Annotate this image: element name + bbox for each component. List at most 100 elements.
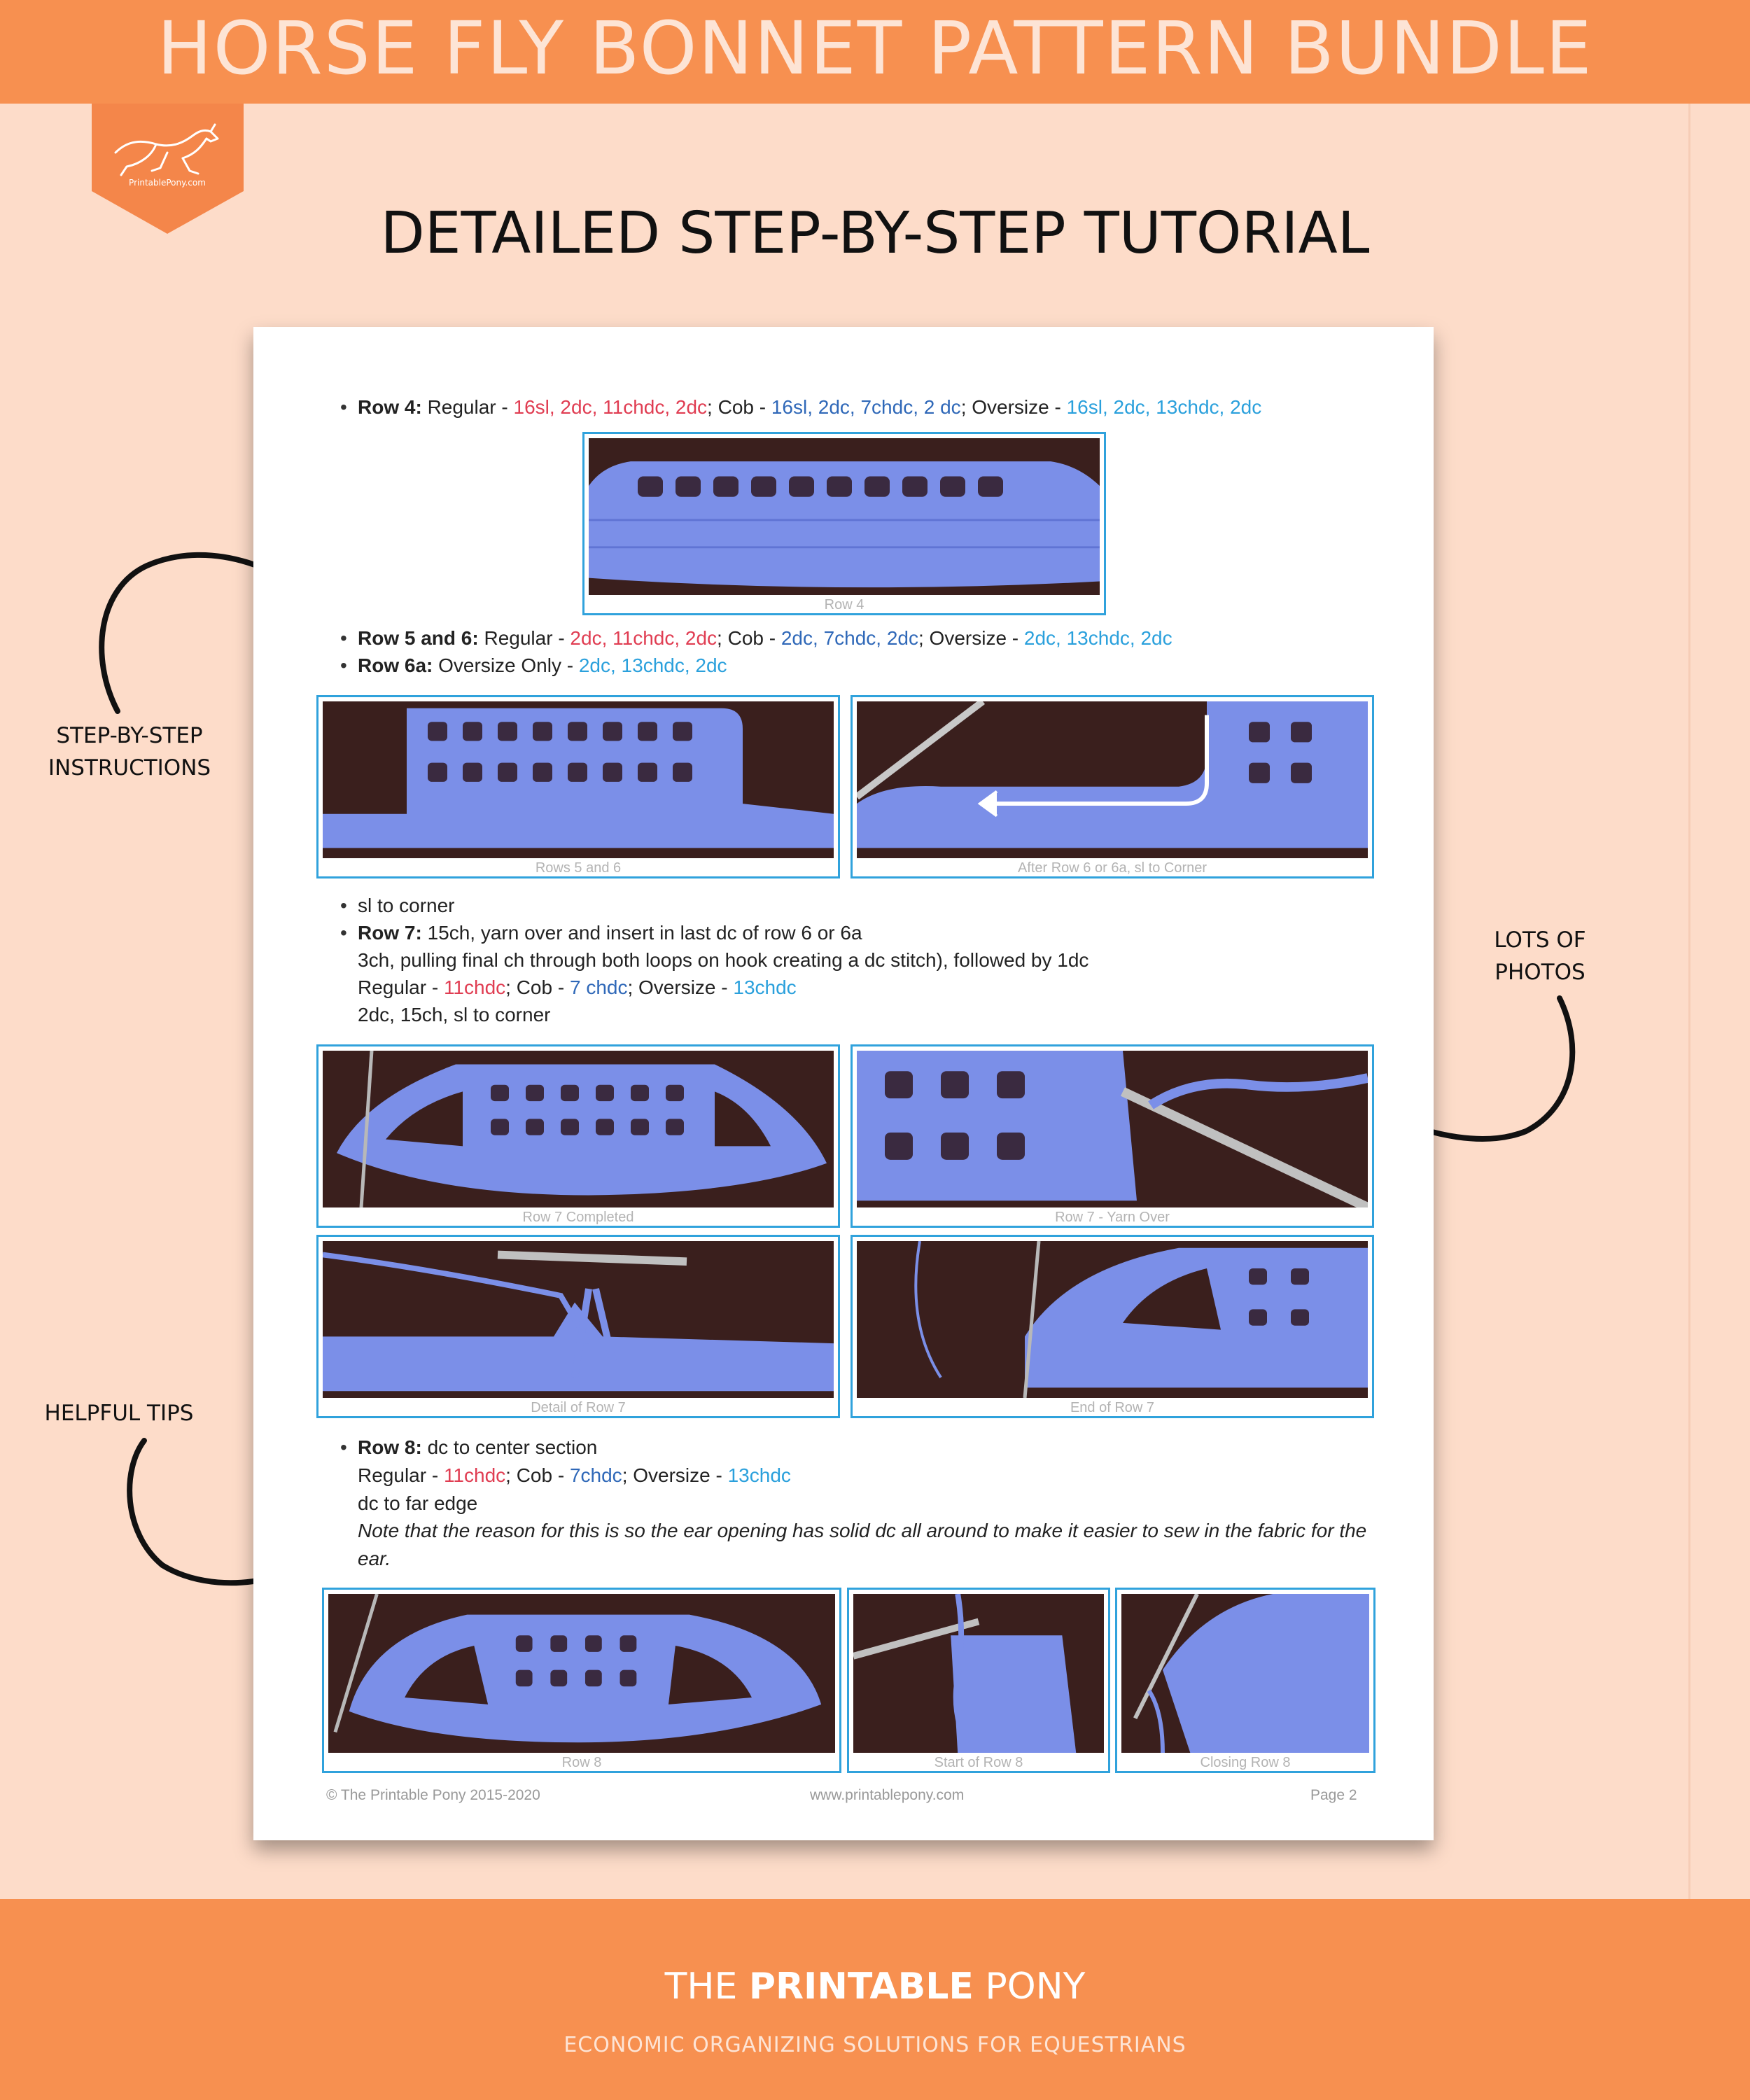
header-bar: HORSE FLY BONNET PATTERN BUNDLE: [0, 0, 1750, 104]
cob-label: ; Cob -: [505, 976, 570, 998]
photo-start-row8: Start of Row 8: [847, 1588, 1110, 1773]
section-subtitle: DETAILED STEP-BY-STEP TUTORIAL: [380, 200, 1370, 267]
row5-label: Row 5 and 6:: [358, 627, 479, 649]
row7-oversize: 13chdc: [733, 976, 797, 998]
footer-bar: [0, 1899, 1750, 2100]
brand-pony: PONY: [973, 1966, 1086, 2008]
row5-regular: 2dc, 11chdc, 2dc: [570, 627, 718, 649]
page-title: HORSE FLY BONNET PATTERN BUNDLE: [157, 6, 1593, 91]
crochet-photo-image: [857, 1241, 1368, 1398]
photo-caption: Row 7 Completed: [522, 1210, 634, 1225]
brand-name: THE PRINTABLE PONY: [0, 1966, 1750, 2008]
photo-caption: Rows 5 and 6: [535, 860, 622, 876]
brand-the: THE: [664, 1966, 749, 2008]
bullet: •: [340, 396, 347, 418]
logo-text: PrintablePony.com: [129, 178, 206, 188]
row8-sizes: Regular - 11chdc; Cob - 7chdc; Oversize …: [358, 1462, 791, 1490]
crochet-photo-image: [589, 438, 1100, 595]
row7-instruction: Row 7: 15ch, yarn over and insert in las…: [358, 919, 862, 947]
printable-pony-logo: PrintablePony.com: [92, 104, 244, 234]
photo-caption: End of Row 7: [1070, 1400, 1155, 1415]
oversize-label: ; Oversize -: [622, 1464, 728, 1486]
photo-caption: Row 7 - Yarn Over: [1055, 1210, 1170, 1225]
row6a-label: Row 6a:: [358, 654, 433, 676]
crochet-photo-image: [853, 1594, 1104, 1753]
photo-row7-end: End of Row 7: [850, 1235, 1374, 1418]
row7-sizes: Regular - 11chdc; Cob - 7 chdc; Oversize…: [358, 974, 797, 1002]
row6a-instruction: Row 6a: Oversize Only - 2dc, 13chdc, 2dc: [358, 652, 727, 680]
row4-instruction: Row 4: Regular - 16sl, 2dc, 11chdc, 2dc;…: [358, 393, 1261, 421]
cob-label: ; Cob -: [707, 396, 771, 418]
row5-instruction: Row 5 and 6: Regular - 2dc, 11chdc, 2dc;…: [358, 624, 1172, 652]
regular-label: Regular -: [427, 396, 514, 418]
tutorial-page: • Row 4: Regular - 16sl, 2dc, 11chdc, 2d…: [253, 327, 1434, 1840]
callout-steps-line2: INSTRUCTIONS: [48, 755, 211, 780]
row8-cob: 7chdc: [569, 1464, 622, 1486]
row8-line1: dc to center section: [427, 1436, 598, 1458]
bullet: •: [340, 1436, 347, 1458]
tagline: ECONOMIC ORGANIZING SOLUTIONS FOR EQUEST…: [564, 2033, 1186, 2057]
bullet: •: [340, 895, 347, 916]
row7-line4: 2dc, 15ch, sl to corner: [358, 1004, 551, 1026]
row8-instruction: Row 8: dc to center section: [358, 1434, 597, 1462]
website-url: www.printablepony.com: [810, 1787, 965, 1803]
brand-printable: PRINTABLE: [748, 1966, 974, 2008]
row4-cob: 16sl, 2dc, 7chdc, 2 dc: [771, 396, 961, 418]
photo-caption: Start of Row 8: [934, 1755, 1023, 1770]
cob-label: ; Cob -: [717, 627, 781, 649]
bullet: •: [340, 922, 347, 944]
regular-label: Regular -: [358, 1464, 444, 1486]
row8-line3: dc to far edge: [358, 1492, 478, 1514]
row7-cob: 7 chdc: [569, 976, 628, 998]
photo-row8: Row 8: [322, 1588, 841, 1773]
bullet: •: [340, 627, 347, 649]
callout-photos-line1: LOTS OF: [1494, 927, 1586, 953]
crochet-photo-image: [323, 701, 834, 858]
crochet-photo-image: [857, 701, 1368, 858]
row8-oversize: 13chdc: [727, 1464, 791, 1486]
row7-label: Row 7:: [358, 922, 422, 944]
crochet-photo-image: [857, 1051, 1368, 1208]
right-divider: [1688, 104, 1690, 1899]
regular-label: Regular -: [484, 627, 570, 649]
copyright: © The Printable Pony 2015-2020: [326, 1787, 540, 1803]
oversize-label: ; Oversize -: [918, 627, 1024, 649]
photo-row7-detail: Detail of Row 7: [316, 1235, 840, 1418]
photo-caption: Detail of Row 7: [531, 1400, 626, 1415]
callout-photos-line2: PHOTOS: [1494, 960, 1586, 985]
row5-cob: 2dc, 7chdc, 2dc: [780, 627, 918, 649]
callout-photos: LOTS OF PHOTOS: [1442, 924, 1638, 988]
row7-regular: 11chdc: [443, 976, 506, 998]
callout-steps: STEP-BY-STEP INSTRUCTIONS: [35, 720, 224, 784]
row4-regular: 16sl, 2dc, 11chdc, 2dc: [513, 396, 708, 418]
cob-label: ; Cob -: [505, 1464, 570, 1486]
photo-caption: Closing Row 8: [1200, 1755, 1291, 1770]
row8-regular: 11chdc: [443, 1464, 506, 1486]
crochet-photo-image: [323, 1241, 834, 1398]
page-number: Page 2: [1310, 1787, 1357, 1803]
crochet-photo-image: [323, 1051, 834, 1208]
oversize-label: ; Oversize -: [627, 976, 734, 998]
photo-row7-yarn-over: Row 7 - Yarn Over: [850, 1044, 1374, 1228]
crochet-photo-image: [328, 1594, 835, 1753]
oversize-label: ; Oversize -: [960, 396, 1067, 418]
photo-row7-completed: Row 7 Completed: [316, 1044, 840, 1228]
row4-oversize: 16sl, 2dc, 13chdc, 2dc: [1066, 396, 1262, 418]
callout-tips: HELPFUL TIPS: [44, 1401, 194, 1426]
regular-label: Regular -: [358, 976, 444, 998]
row4-label: Row 4:: [358, 396, 422, 418]
photo-after-row6: After Row 6 or 6a, sl to Corner: [850, 695, 1374, 878]
oversize-only-label: Oversize Only -: [438, 654, 579, 676]
photo-caption: After Row 6 or 6a, sl to Corner: [1017, 860, 1208, 876]
row8-label: Row 8:: [358, 1436, 422, 1458]
sl-corner-instruction: sl to corner: [358, 895, 455, 916]
row7-line1: 15ch, yarn over and insert in last dc of…: [427, 922, 862, 944]
row6a-oversize: 2dc, 13chdc, 2dc: [578, 654, 727, 676]
photo-caption: Row 4: [824, 597, 864, 612]
row7-line2: 3ch, pulling final ch through both loops…: [358, 949, 1089, 971]
photo-closing-row8: Closing Row 8: [1115, 1588, 1376, 1773]
photo-caption: Row 8: [561, 1755, 602, 1770]
photo-row4: Row 4: [582, 432, 1106, 615]
row8-tip-note: Note that the reason for this is so the …: [358, 1520, 1367, 1569]
photo-rows-5-6: Rows 5 and 6: [316, 695, 840, 878]
